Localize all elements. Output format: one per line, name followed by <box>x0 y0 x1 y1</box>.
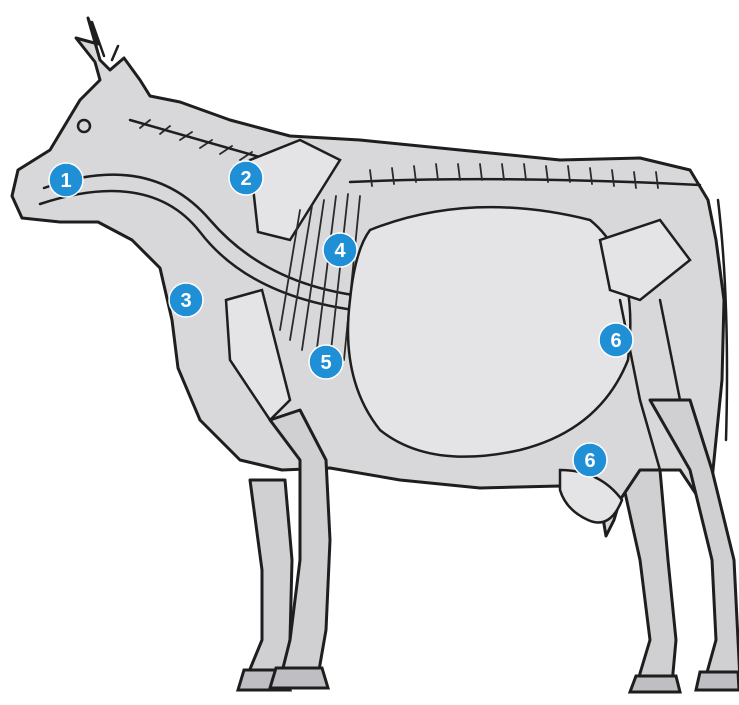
callout-marker-5: 5 <box>309 345 343 379</box>
far-hind-leg <box>620 470 680 692</box>
callout-marker-6: 6 <box>599 323 633 357</box>
callout-number: 4 <box>334 240 346 262</box>
callout-marker-7: 6 <box>573 443 607 477</box>
callout-number: 1 <box>60 170 71 192</box>
callout-number: 5 <box>320 352 331 374</box>
callout-number: 3 <box>180 290 191 312</box>
callout-number: 6 <box>584 450 595 472</box>
callout-number: 2 <box>240 168 251 190</box>
callout-marker-4: 4 <box>323 233 357 267</box>
callout-marker-3: 3 <box>169 283 203 317</box>
callout-marker-2: 2 <box>229 161 263 195</box>
callout-marker-1: 1 <box>49 163 83 197</box>
callout-number: 6 <box>610 330 621 352</box>
